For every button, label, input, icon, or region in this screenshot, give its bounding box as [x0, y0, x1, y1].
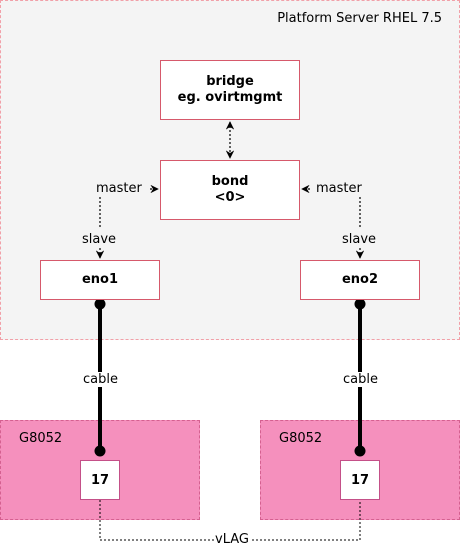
platform-title: Platform Server RHEL 7.5: [277, 11, 442, 26]
cable-end-bottom-left: [94, 445, 106, 457]
cable-label-left: cable: [82, 372, 119, 387]
switch-left-title: G8052: [19, 431, 63, 446]
bond-title: bond: [211, 174, 249, 189]
bridge-subtitle: eg. ovirtmgmt: [177, 90, 283, 105]
bridge-title: bridge: [206, 74, 254, 89]
port-left-label: 17: [90, 472, 110, 488]
slave-label-left: slave: [82, 232, 117, 247]
eno1-label: eno1: [81, 272, 119, 287]
slave-label-right: slave: [342, 232, 377, 247]
bond-subtitle: <0>: [214, 190, 246, 205]
bridge-box: bridge eg. ovirtmgmt: [160, 60, 300, 120]
eno2-box: eno2: [300, 260, 420, 300]
eno2-label: eno2: [341, 272, 379, 287]
switch-left-port: 17: [80, 460, 120, 500]
master-label-left: master: [96, 181, 142, 196]
cable-label-right: cable: [342, 372, 379, 387]
eno1-box: eno1: [40, 260, 160, 300]
cable-end-top-left: [94, 298, 106, 310]
switch-right-title: G8052: [279, 431, 323, 446]
master-label-right: master: [316, 181, 362, 196]
vlag-label: vLAG: [214, 532, 250, 547]
bond-box: bond <0>: [160, 160, 300, 220]
cable-end-bottom-right: [354, 445, 366, 457]
port-right-label: 17: [350, 472, 370, 488]
cable-end-top-right: [354, 298, 366, 310]
switch-right-port: 17: [340, 460, 380, 500]
